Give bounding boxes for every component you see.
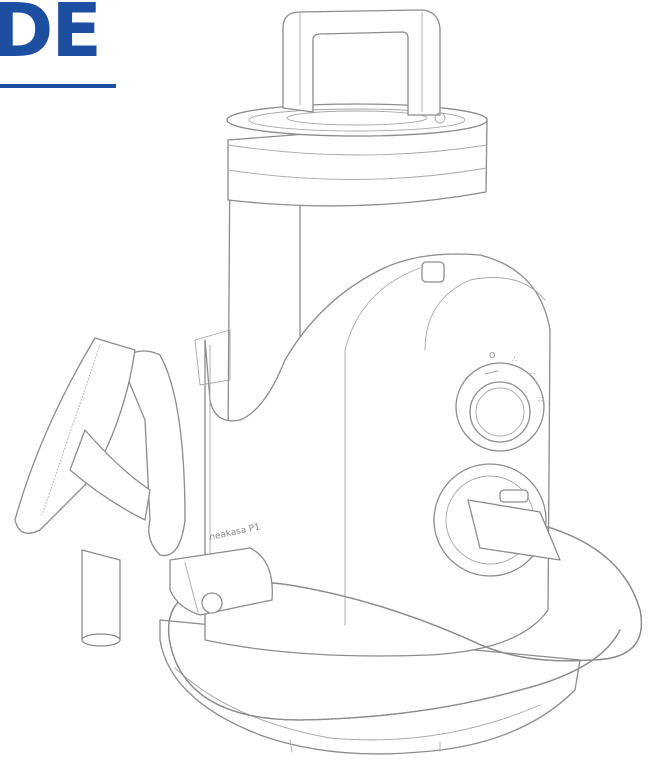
handle-icon xyxy=(282,9,446,124)
dial-symbol-high: ∷ xyxy=(538,395,543,404)
dial-symbol-low: ∴ xyxy=(512,355,517,364)
heading-fragment: DE xyxy=(0,0,102,74)
dial-symbol-off: O xyxy=(489,351,495,360)
dial-icon: O ∴ ∵ ∷ xyxy=(455,351,545,452)
hose-icon xyxy=(167,499,642,721)
base-tray xyxy=(159,619,581,755)
brush-icon xyxy=(14,337,186,647)
dial-symbol-mid: ∵ xyxy=(530,371,535,380)
heading-underline xyxy=(0,84,116,88)
